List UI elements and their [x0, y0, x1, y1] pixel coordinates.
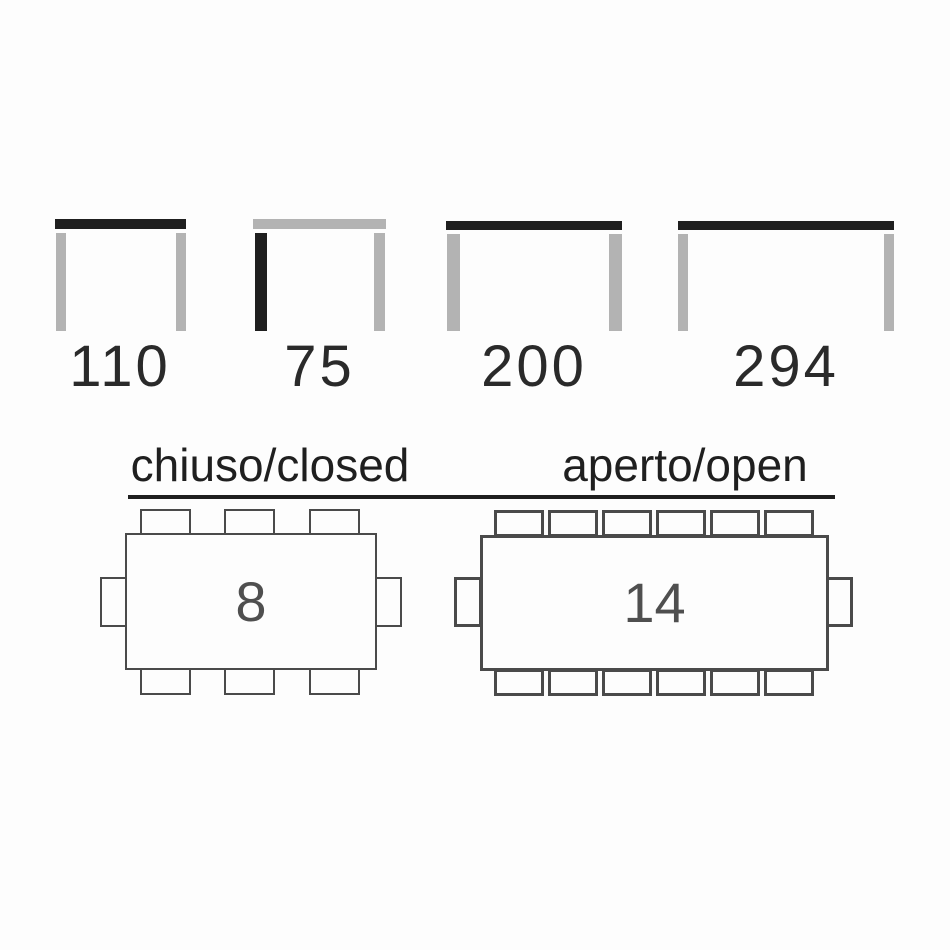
- seat-count: 14: [623, 571, 686, 634]
- dimension-value: 200: [481, 334, 587, 399]
- chair: [602, 510, 652, 537]
- dimension-value: 294: [733, 334, 839, 399]
- chair: [710, 669, 760, 696]
- right-leg-bar: [609, 234, 622, 331]
- chair: [309, 668, 360, 695]
- tabletop-bar: [446, 221, 622, 230]
- right-leg-bar: [884, 234, 894, 331]
- left-leg-bar: [678, 234, 688, 331]
- dimension-value: 110: [69, 334, 171, 399]
- chair: [602, 669, 652, 696]
- chair: [100, 577, 128, 627]
- table-outline: 8: [125, 533, 377, 670]
- header-underline: [128, 495, 835, 499]
- left-leg-bar: [255, 233, 267, 331]
- chair: [656, 669, 706, 696]
- open-state-label: aperto/open: [562, 439, 808, 491]
- left-leg-bar: [56, 233, 66, 331]
- chair: [140, 509, 191, 535]
- right-leg-bar: [176, 233, 186, 331]
- chair: [548, 510, 598, 537]
- seat-count: 8: [235, 569, 267, 633]
- chair: [140, 668, 191, 695]
- chair: [548, 669, 598, 696]
- chair: [764, 510, 814, 537]
- dimension-value: 75: [284, 334, 355, 399]
- chair: [656, 510, 706, 537]
- chair: [825, 577, 853, 627]
- table-outline: 14: [480, 535, 829, 671]
- chair: [764, 669, 814, 696]
- tabletop-bar: [678, 221, 894, 230]
- chair: [710, 510, 760, 537]
- chair: [494, 669, 544, 696]
- chair: [224, 509, 275, 535]
- chair: [454, 577, 482, 627]
- chair: [494, 510, 544, 537]
- tabletop-bar: [55, 219, 186, 229]
- chair: [374, 577, 402, 627]
- tabletop-bar: [253, 219, 386, 229]
- closed-state-label: chiuso/closed: [130, 439, 410, 491]
- left-leg-bar: [447, 234, 460, 331]
- chair: [309, 509, 360, 535]
- right-leg-bar: [374, 233, 385, 331]
- chair: [224, 668, 275, 695]
